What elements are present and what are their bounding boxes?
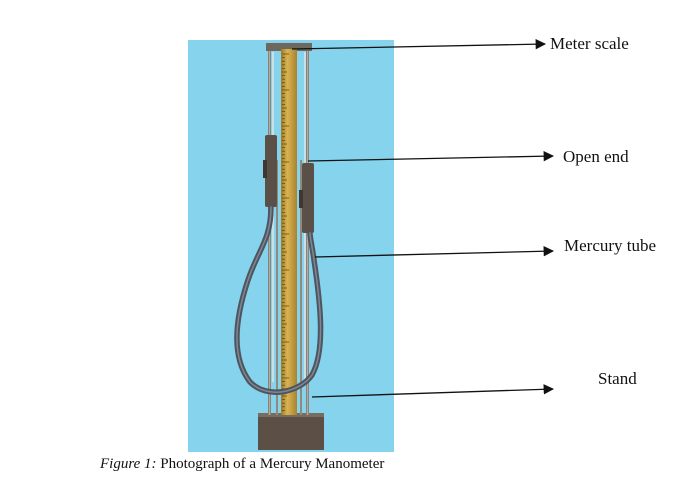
arrow-open-end: [307, 150, 555, 162]
figure-caption: Figure 1: Photograph of a Mercury Manome…: [100, 456, 384, 473]
stand-rod-inner-right: [300, 160, 302, 415]
clamp-right: [302, 163, 314, 233]
label-open-end: Open end: [563, 147, 629, 166]
clamp-left-bracket: [263, 160, 267, 178]
clamp-right-bracket: [299, 190, 303, 208]
caption-number: Figure 1:: [100, 456, 157, 472]
caption-text: Photograph of a Mercury Manometer: [160, 456, 385, 472]
stand-rod-inner-left: [276, 160, 278, 415]
mercury-tube-highlight: [236, 206, 322, 393]
label-meter-scale: Meter scale: [550, 34, 629, 53]
label-mercury-tube: Mercury tube: [564, 236, 657, 255]
arrow-mercury-tube: [314, 246, 555, 258]
arrow-meter-scale: [291, 38, 547, 50]
arrow-stand: [311, 384, 555, 398]
stand-base: [258, 413, 324, 450]
clamp-left: [265, 135, 277, 207]
label-stand: Stand: [598, 369, 637, 388]
top-cap: [266, 43, 312, 51]
